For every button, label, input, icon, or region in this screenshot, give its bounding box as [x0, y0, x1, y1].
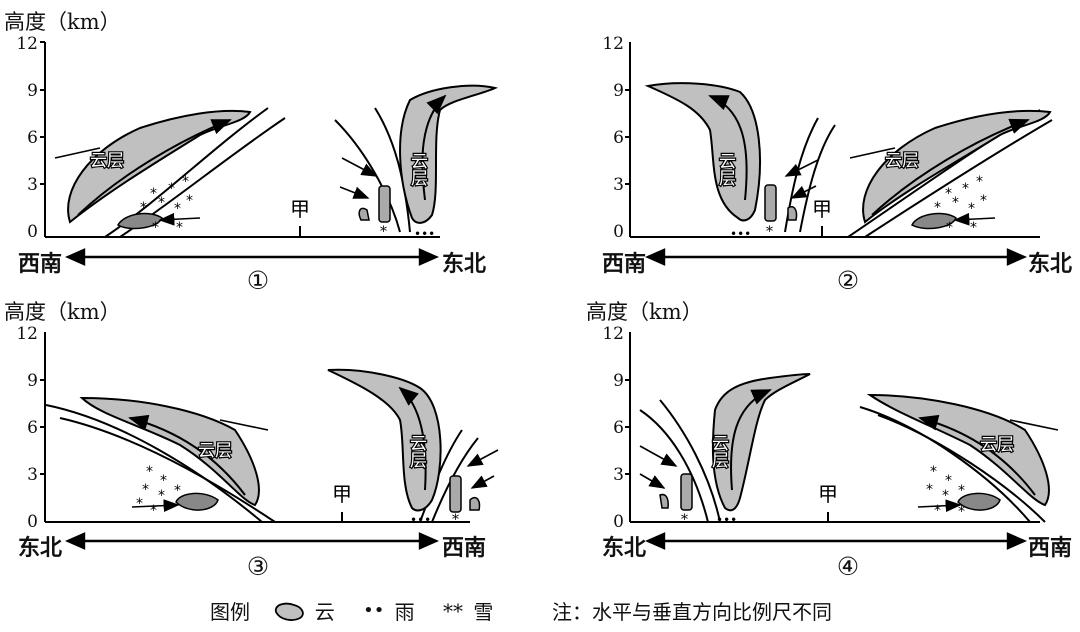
vertical-cloud: 云层 * ••• — [648, 83, 835, 241]
legend-title: 图例 — [210, 596, 250, 625]
panel-3: 高度（km） 12 9 6 3 0 云层 *** *** * — [0, 290, 540, 580]
snow-legend-icon: ** — [443, 599, 463, 623]
direction-arrow — [648, 534, 1024, 548]
vert-cloud-label-2: 云层 — [715, 152, 736, 186]
svg-text:*: * — [934, 200, 941, 216]
svg-text:*: * — [945, 186, 952, 202]
svg-text:*: * — [930, 464, 937, 480]
direction-right: 西南 — [442, 530, 486, 562]
direction-right: 东北 — [1028, 246, 1072, 278]
svg-text:•••: ••• — [414, 227, 435, 241]
svg-text:*: * — [958, 504, 965, 520]
cloud-layer-shape — [82, 398, 259, 505]
legend: 图例 云 •• 雨 ** 雪 — [210, 596, 493, 626]
svg-text:*: * — [168, 181, 175, 197]
rain-legend-icon: •• — [363, 600, 384, 621]
svg-text:*: * — [942, 488, 949, 504]
svg-text:*: * — [158, 488, 165, 504]
svg-text:*: * — [452, 512, 459, 528]
svg-text:*: * — [681, 512, 688, 528]
vertical-cloud: 云层 * ••• — [640, 374, 810, 528]
cloud-layer-label: 云层 — [198, 441, 232, 461]
svg-text:*: * — [766, 224, 773, 240]
svg-text:*: * — [962, 181, 969, 197]
svg-text:*: * — [926, 482, 933, 498]
svg-text:•••: ••• — [730, 227, 751, 241]
direction-left: 西南 — [18, 246, 62, 278]
point-jia: 甲 — [332, 482, 352, 506]
svg-text:*: * — [136, 496, 143, 512]
svg-text:*: * — [160, 473, 167, 489]
cloud-layer-label: 云层 — [980, 435, 1014, 455]
direction-right: 西南 — [1028, 530, 1072, 562]
cloud-layer-label: 云层 — [90, 151, 124, 171]
svg-text:•••: ••• — [410, 513, 431, 527]
point-jia: 甲 — [818, 482, 838, 506]
direction-left: 东北 — [602, 530, 646, 562]
svg-text:*: * — [174, 201, 181, 217]
vert-cloud-label-4: 云层 — [708, 434, 729, 468]
svg-text:*: * — [176, 220, 183, 236]
legend-snow-label: 雪 — [473, 596, 493, 625]
panel-4: 高度（km） 12 9 6 3 0 云层 * ••• 甲 — [560, 290, 1080, 580]
panel-2: 12 9 6 3 0 云层 * ••• 甲 — [560, 0, 1080, 290]
svg-text:*: * — [380, 224, 387, 240]
svg-text:*: * — [980, 193, 987, 209]
point-jia: 甲 — [812, 197, 832, 221]
svg-text:*: * — [970, 220, 977, 236]
scale-note: 注：水平与垂直方向比例尺不同 — [552, 596, 832, 625]
direction-left: 西南 — [602, 246, 646, 278]
direction-left: 东北 — [18, 530, 62, 562]
vert-cloud-label-1: 云层 — [407, 152, 428, 186]
svg-text:*: * — [182, 174, 189, 190]
svg-text:•••: ••• — [716, 513, 737, 527]
svg-text:*: * — [174, 483, 181, 499]
svg-text:*: * — [945, 473, 952, 489]
svg-text:*: * — [946, 220, 953, 236]
direction-arrow — [68, 250, 436, 264]
svg-text:*: * — [142, 482, 149, 498]
svg-text:*: * — [934, 503, 941, 519]
svg-text:*: * — [150, 503, 157, 519]
svg-text:*: * — [158, 195, 165, 211]
direction-right: 东北 — [442, 246, 486, 278]
cloud-legend-icon — [272, 600, 308, 622]
svg-text:*: * — [976, 174, 983, 190]
legend-rain-label: 雨 — [395, 596, 415, 625]
snow-symbols: *** *** * — [136, 464, 181, 519]
point-jia: 甲 — [290, 197, 310, 221]
legend-cloud-label: 云 — [315, 596, 335, 625]
vertical-cloud: 云层 * ••• — [328, 370, 498, 528]
panel-number: ④ — [828, 552, 868, 581]
direction-arrow — [68, 534, 436, 548]
svg-text:*: * — [968, 201, 975, 217]
svg-text:*: * — [952, 195, 959, 211]
svg-text:*: * — [152, 220, 159, 236]
svg-text:*: * — [150, 186, 157, 202]
cloud-layer-label: 云层 — [885, 151, 919, 171]
panel-number: ③ — [238, 552, 278, 581]
vert-cloud-label-3: 云层 — [406, 434, 427, 468]
svg-text:*: * — [958, 483, 965, 499]
svg-text:*: * — [146, 464, 153, 480]
svg-text:*: * — [186, 193, 193, 209]
snow-symbols: *** *** * — [926, 464, 965, 520]
vertical-cloud: 云层 * ••• — [335, 86, 495, 241]
direction-arrow — [648, 250, 1024, 264]
panel-1: 高度（km） 12 9 6 3 0 云层 *** *** *** — [0, 0, 540, 290]
svg-text:*: * — [140, 200, 147, 216]
